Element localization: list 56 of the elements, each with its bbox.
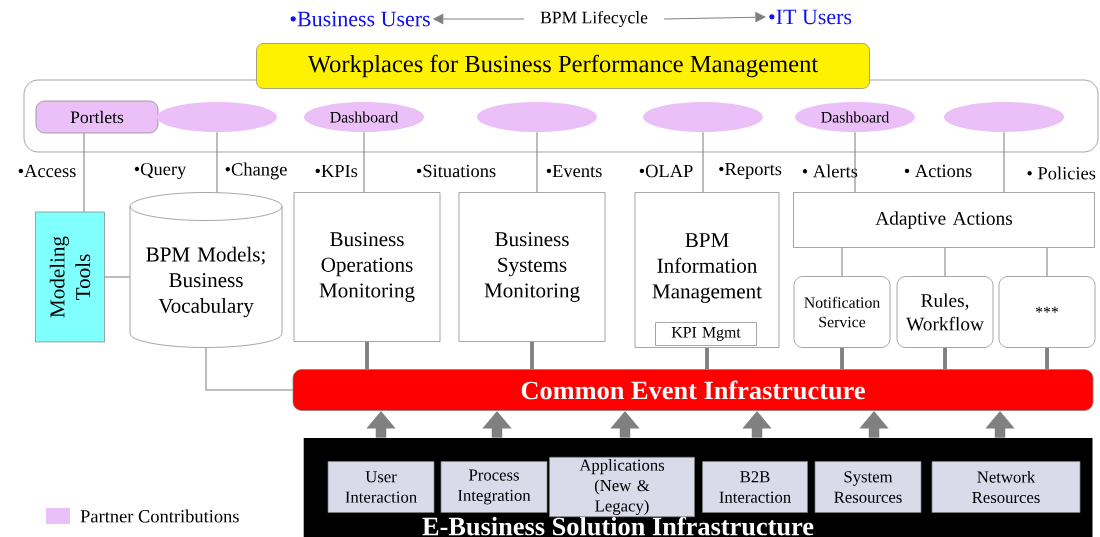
user-group-label: •IT Users (769, 9, 852, 25)
legend-label: Partner Contributions (80, 509, 239, 523)
adaptive-actions-box: Adaptive Actions (793, 192, 1095, 248)
flow-label: •OLAP (639, 164, 693, 178)
connector-line (216, 131, 218, 193)
resource-box: System Resources (814, 461, 922, 513)
flow-label: •Access (18, 164, 76, 178)
flow-label: •KPIs (315, 164, 358, 178)
connector-line (705, 347, 709, 370)
partner-ellipse (643, 102, 763, 132)
user-group-label: •Business Users (290, 11, 430, 27)
connector-line (1003, 131, 1005, 193)
partner-ellipse (944, 102, 1064, 132)
resource-box: User Interaction (327, 461, 435, 513)
connector-line (536, 131, 538, 193)
partner-ellipse (477, 102, 597, 132)
connector-line (943, 347, 947, 370)
connector-line (104, 276, 131, 278)
repository-cylinder: BPM Models; Business Vocabulary (129, 192, 283, 348)
flow-label: •Events (546, 164, 602, 178)
flow-label: • Alerts (802, 164, 858, 178)
resource-box: Applications (New & Legacy) (549, 456, 695, 518)
event-infrastructure-bar: Common Event Infrastructure (292, 369, 1094, 411)
arrow (663, 11, 766, 23)
tool-box: Modeling Tools (35, 211, 105, 343)
connector-line (83, 132, 85, 213)
resource-box: B2B Interaction (702, 461, 808, 513)
service-box: Notification Service (793, 276, 891, 348)
component-box: Business Operations Monitoring (293, 192, 441, 342)
connector-line (854, 131, 856, 193)
resource-box: Process Integration (440, 461, 548, 513)
flow-label: •Situations (416, 164, 496, 178)
component-box: Business Systems Monitoring (458, 192, 606, 342)
node-label: Workplaces for Business Performance Management (307, 54, 819, 78)
connector-line (702, 131, 704, 193)
connector-line (1046, 247, 1048, 277)
partner-ellipse (157, 102, 277, 132)
connector-line (530, 341, 534, 370)
flow-label: •Change (225, 162, 287, 180)
connector-line (944, 247, 946, 277)
connector-line (363, 131, 365, 193)
connector-line (840, 347, 844, 370)
connector-line (1045, 347, 1049, 370)
kpi-box: KPI Mgmt (655, 322, 757, 346)
service-box: *** (998, 276, 1096, 348)
flow-label: •Reports (719, 163, 782, 179)
lifecycle-label: BPM Lifecycle (540, 10, 648, 28)
flow-label: • Actions (904, 164, 972, 178)
flow-label: •Query (134, 162, 187, 180)
connector-line (841, 247, 843, 277)
connector-line (365, 341, 369, 370)
flow-label: • Policies (1027, 166, 1096, 180)
connector-line (205, 347, 294, 391)
service-box: Rules, Workflow (896, 276, 994, 348)
portlets-box: Portlets (35, 100, 159, 134)
resource-box: Network Resources (931, 461, 1081, 513)
